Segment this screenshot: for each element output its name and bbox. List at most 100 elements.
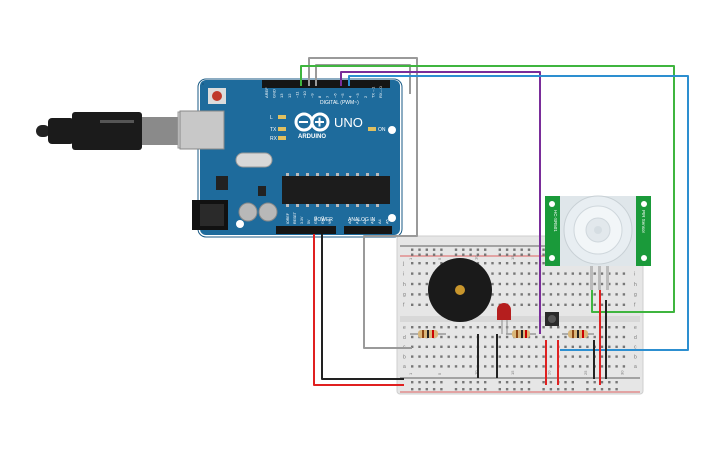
breadboard-hole [520,381,523,384]
breadboard-hole [469,253,472,256]
breadboard-hole [418,326,421,329]
digital-header [262,80,390,88]
breadboard-hole [491,272,494,275]
breadboard-hole [454,253,458,256]
breadboard-hole [491,326,494,329]
breadboard-hole [622,272,626,275]
analog-pin-label: A5 [386,219,390,224]
digital-label: DIGITAL (PWM~) [320,100,359,106]
digital-pin-label: 12 [287,93,292,98]
breadboard-hole [454,388,458,391]
breadboard-hole [411,326,414,329]
breadboard-hole [586,345,589,348]
breadboard-hole [586,335,589,339]
breadboard-hole [411,381,414,384]
breadboard-hole [535,282,538,286]
breadboard-hole [608,381,611,384]
power-pin-label: IOREF [286,212,290,224]
breadboard-hole [440,381,443,384]
breadboard-hole [491,303,494,306]
digital-pin-label: 4 [348,95,353,98]
breadboard-hole [411,253,414,256]
breadboard-hole [549,345,553,348]
breadboard-hole [535,303,538,306]
breadboard-hole [586,282,589,286]
row-label: g [634,292,637,298]
red-led [497,303,511,334]
breadboard-hole [535,355,538,358]
breadboard-hole [513,345,516,348]
breadboard-hole [498,381,501,384]
breadboard-hole [440,262,443,265]
breadboard-hole [505,345,509,348]
row-label: h [403,282,406,288]
breadboard-hole [425,355,428,358]
breadboard-hole [505,355,509,358]
power-pin-label: 5V [307,219,311,224]
breadboard-hole [615,303,618,306]
breadboard-hole [498,282,501,286]
power-header [276,226,336,234]
breadboard-hole [520,293,523,296]
column-label: 15 [510,370,515,375]
breadboard-hole [469,335,472,339]
breadboard-hole [440,345,443,348]
breadboard-hole [527,293,531,296]
breadboard-hole [411,355,414,358]
breadboard-hole [454,335,458,339]
breadboard-hole [564,293,567,296]
breadboard-hole [520,326,523,329]
breadboard-hole [564,345,567,348]
column-label: 25 [583,370,588,375]
breadboard-hole [608,303,611,306]
breadboard-hole [513,282,516,286]
breadboard-hole [571,293,574,296]
breadboard-hole [418,365,421,368]
analog-header [344,226,392,234]
breadboard-hole [498,326,501,329]
breadboard-hole [608,272,611,275]
breadboard-hole [476,381,480,384]
piezo-buzzer [428,258,492,322]
breadboard-hole [520,253,523,256]
breadboard-hole [542,282,545,286]
breadboard-hole [447,335,450,339]
breadboard-hole [425,272,428,275]
breadboard-hole [564,272,567,275]
breadboard-hole [564,388,567,391]
breadboard-hole [535,262,538,265]
column-label: 10 [474,370,479,375]
breadboard-hole [513,262,516,265]
breadboard-hole [578,345,582,348]
breadboard-hole [535,293,538,296]
breadboard-hole [549,303,553,306]
breadboard-hole [520,272,523,275]
breadboard-hole [440,326,443,329]
breadboard-hole [542,388,545,391]
breadboard-hole [498,345,501,348]
breadboard-hole [469,326,472,329]
breadboard-hole [432,248,436,251]
breadboard-hole [608,345,611,348]
breadboard-hole [586,355,589,358]
breadboard-hole [527,303,531,306]
breadboard-hole [520,262,523,265]
breadboard-hole [484,365,487,368]
breadboard-hole [615,293,618,296]
breadboard-hole [476,248,480,251]
breadboard-hole [520,282,523,286]
breadboard-hole [542,326,545,329]
breadboard-hole [527,262,531,265]
breadboard-hole [600,381,604,384]
arduino-model: UNO [334,115,363,130]
breadboard-hole [411,303,414,306]
breadboard-hole [491,365,494,368]
breadboard-hole [498,253,501,256]
breadboard-hole [571,326,574,329]
breadboard-hole [513,293,516,296]
breadboard-hole [454,355,458,358]
row-label: e [403,325,406,331]
